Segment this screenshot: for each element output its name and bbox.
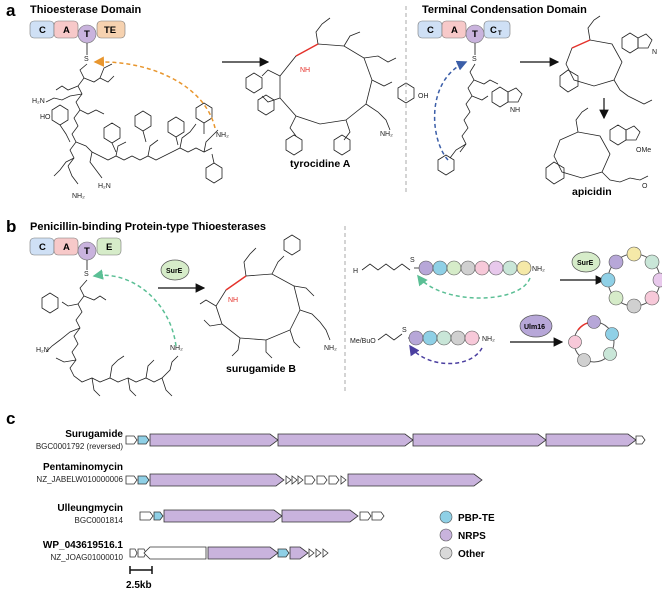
domain-te-box bbox=[96, 20, 126, 39]
ulm16-enzyme-ellipse bbox=[519, 314, 553, 338]
cluster-name-pentaminomycin: Pentaminomycin bbox=[43, 462, 123, 473]
apicidin-precursor-structure bbox=[437, 63, 523, 176]
b-domain-e-label: E bbox=[106, 242, 112, 253]
domain-a-label-right: A bbox=[451, 25, 458, 36]
tyrocidine-precursor-structure bbox=[45, 63, 223, 185]
legend-nrps-label: NRPS bbox=[458, 531, 486, 542]
legend-other-swatch bbox=[439, 546, 453, 560]
gene-track-ulleungmycin bbox=[139, 509, 385, 523]
tyrocidine-a-label: tyrocidine A bbox=[290, 158, 351, 170]
terminal-nh2-label: NH₂ bbox=[216, 132, 229, 139]
cluster-name-ulleungmycin: Ulleungmycin bbox=[57, 503, 123, 514]
gene-track-pentaminomycin bbox=[125, 473, 483, 487]
bead-top-prefix: H bbox=[353, 268, 358, 275]
bead-bottom-prefix: Me/BuO bbox=[350, 338, 376, 345]
bead-chain-top: H S NH₂ bbox=[353, 257, 545, 276]
domain-t-label-right: T bbox=[472, 29, 478, 40]
bead-top-nh2: NH₂ bbox=[532, 266, 545, 273]
gene-legend: PBP-TE NRPS Other bbox=[439, 510, 495, 560]
tyrocidine-new-nh: NH bbox=[300, 67, 310, 74]
domain-ct-label-right: C bbox=[490, 25, 497, 36]
tyrocidine-nh2-label: NH₂ bbox=[380, 131, 393, 138]
sure-enzyme-label-2: SurE bbox=[577, 260, 594, 267]
apicidin-intermediate-structure bbox=[559, 15, 653, 105]
thiol-s-label: S bbox=[84, 56, 89, 63]
blue-cyclization-arrow bbox=[433, 60, 468, 161]
gene-track-surugamide bbox=[125, 433, 646, 447]
tyr-oh-label: HO bbox=[40, 114, 51, 121]
surugamide-b-label: surugamide B bbox=[226, 363, 296, 375]
bead-chain-bottom: Me/BuO S NH₂ bbox=[350, 327, 495, 346]
green-cyclization-arrow-left bbox=[92, 269, 177, 347]
lys-nh2-label: H₂N bbox=[32, 98, 45, 105]
apicidin-ome-label: OMe bbox=[636, 147, 651, 154]
b-domain-c-label: C bbox=[39, 242, 46, 253]
cluster-name-surugamide: Surugamide bbox=[65, 429, 123, 440]
green-cyclization-arrow-right bbox=[417, 274, 531, 299]
surugamide-new-bond bbox=[225, 275, 247, 291]
cluster-acc-ulleungmycin: BGC0001814 bbox=[75, 516, 124, 525]
panel-c-letter: c bbox=[6, 409, 15, 428]
panel-b-domains: C A E T bbox=[29, 237, 122, 261]
scale-bar bbox=[129, 566, 153, 574]
cluster-acc-pentaminomycin: NZ_JABELW010000006 bbox=[36, 475, 123, 484]
macrocycle-bottom bbox=[568, 315, 619, 367]
sure-enzyme-ellipse-1 bbox=[160, 259, 190, 281]
asn-nh2-label: H₂N bbox=[98, 183, 111, 190]
domain-c-label: C bbox=[39, 25, 46, 36]
apicidin-structure bbox=[545, 107, 649, 185]
legend-pbpte-label: PBP-TE bbox=[458, 513, 495, 524]
surugamide-nh2-label: NH₂ bbox=[324, 345, 337, 352]
gln-nh2-label: NH₂ bbox=[72, 193, 85, 200]
purple-cyclization-arrow bbox=[409, 344, 483, 365]
apicidin-o-label: O bbox=[642, 183, 648, 190]
domain-te-label: TE bbox=[104, 25, 116, 36]
domain-c-label-right: C bbox=[427, 25, 434, 36]
panel-a-left-domains: C A TE T bbox=[29, 20, 126, 44]
sure-enzyme-ellipse-2 bbox=[571, 251, 601, 273]
sure-enzyme-label-1: SurE bbox=[166, 268, 183, 275]
legend-nrps-swatch bbox=[439, 528, 453, 542]
panel-b-title: Penicillin-binding Protein-type Thioeste… bbox=[30, 221, 266, 233]
indole-nh-label: NH bbox=[510, 107, 520, 114]
b-domain-t-label: T bbox=[84, 246, 90, 257]
surugamide-new-nh: NH bbox=[228, 297, 238, 304]
bead-bottom-nh2: NH₂ bbox=[482, 336, 495, 343]
tyrocidine-oh-label: OH bbox=[418, 93, 429, 100]
panel-b-letter: b bbox=[6, 217, 16, 236]
tyrocidine-a-structure bbox=[245, 17, 415, 156]
cluster-acc-surugamide: BGC0001792 (reversed) bbox=[36, 442, 123, 451]
apicidin-label: apicidin bbox=[572, 186, 612, 198]
b-domain-a-label: A bbox=[63, 242, 70, 253]
orange-cyclization-arrow bbox=[93, 56, 216, 129]
panel-a-right-title: Terminal Condensation Domain bbox=[422, 4, 587, 16]
b-terminal-nh2-label: NH₂ bbox=[170, 345, 183, 352]
apicidin-new-bond bbox=[571, 39, 591, 49]
ulm16-enzyme-label: Ulm16 bbox=[524, 324, 545, 331]
cluster-name-wp: WP_043619516.1 bbox=[43, 540, 124, 551]
surugamide-precursor-structure bbox=[41, 279, 179, 397]
legend-pbpte-swatch bbox=[439, 510, 453, 524]
domain-ct-subscript: T bbox=[498, 31, 502, 37]
domain-a-box bbox=[53, 20, 79, 39]
gene-track-wp bbox=[129, 546, 329, 560]
cluster-acc-wp: NZ_JOAG01000010 bbox=[51, 553, 124, 562]
b-thiol-s-label: S bbox=[84, 271, 89, 278]
panel-a-letter: a bbox=[6, 1, 16, 20]
bead-top-s: S bbox=[410, 257, 415, 264]
macrocycle-top bbox=[600, 246, 662, 314]
panel-a-right-domains: C A C T T bbox=[417, 20, 511, 44]
domain-a-label: A bbox=[63, 25, 70, 36]
scale-bar-label: 2.5kb bbox=[126, 580, 152, 591]
thiol-s-label-right: S bbox=[472, 56, 477, 63]
b-lys-nh2-label: H₂N bbox=[36, 347, 49, 354]
apicidin-int-nh-label: N bbox=[652, 49, 657, 56]
panel-a-left-title: Thioesterase Domain bbox=[30, 4, 142, 16]
bead-bottom-s: S bbox=[402, 327, 407, 334]
domain-t-label: T bbox=[84, 29, 90, 40]
surugamide-b-structure bbox=[199, 234, 331, 359]
legend-other-label: Other bbox=[458, 549, 485, 560]
tyrocidine-new-bond bbox=[295, 43, 319, 57]
